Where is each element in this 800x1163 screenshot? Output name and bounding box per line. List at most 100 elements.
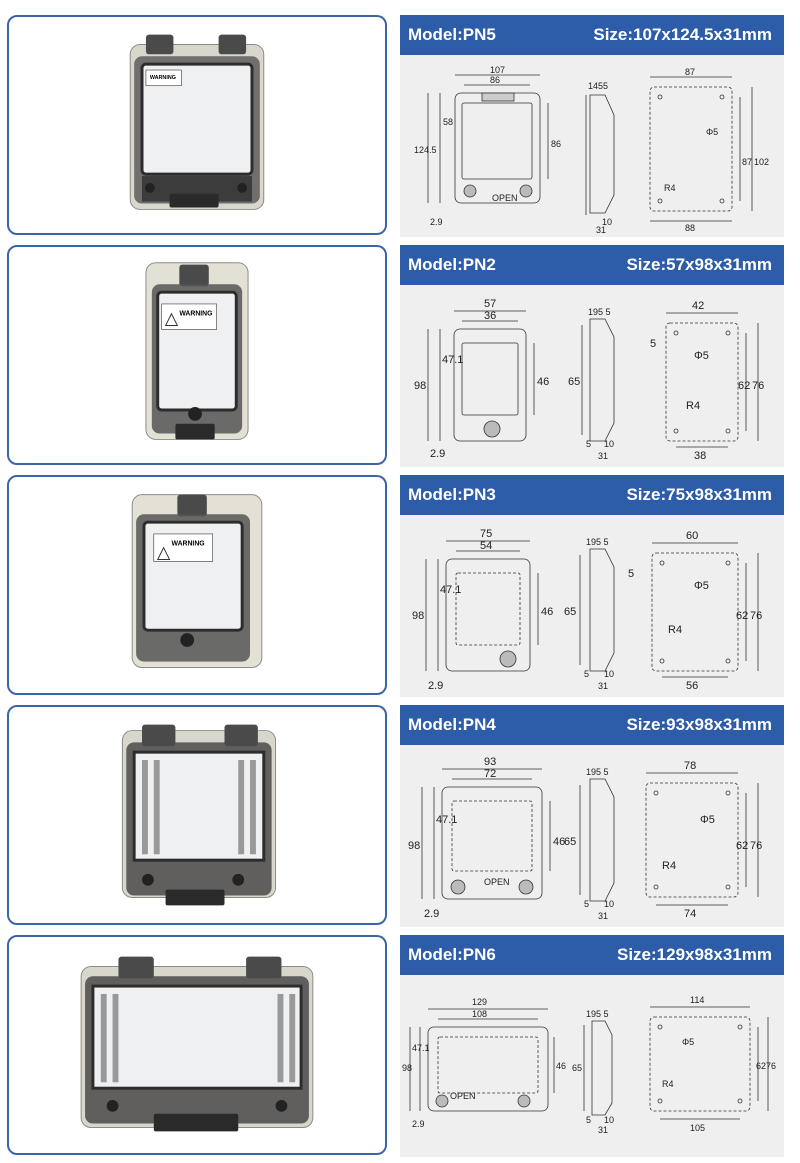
spec-panel: Model:PN4 Size:93x98x31mm 93 72 98 47.1 … — [400, 705, 784, 927]
product-photo-card — [7, 935, 387, 1155]
side-view — [585, 94, 615, 215]
side-b2-dim: 31 — [598, 1125, 608, 1135]
cutout-h1-dim: 87 — [742, 157, 752, 167]
warning-label: WARNING — [150, 75, 176, 81]
open-label: OPEN — [450, 1091, 476, 1101]
cutout-bottom-dim: 88 — [685, 223, 695, 233]
front-view — [427, 74, 549, 204]
front-view — [409, 1008, 555, 1112]
product-photo-card: WARNING — [7, 475, 387, 695]
front-view — [427, 310, 535, 442]
model-label: Model:PN6 — [408, 945, 496, 964]
spec-header: Model:PN2 Size:57x98x31mm — [400, 245, 784, 285]
side-b0-dim: 5 — [586, 1115, 591, 1125]
front-height-dim: 98 — [414, 380, 426, 392]
side-top-dim: 1455 — [588, 81, 608, 91]
cutout-view — [651, 542, 759, 678]
side-top-dim: 195 5 — [586, 1009, 609, 1019]
cutout-h1-dim: 62 — [736, 840, 748, 852]
front-right-dim: 46 — [556, 1061, 566, 1071]
model-label: Model:PN4 — [408, 715, 496, 734]
product-photo — [121, 724, 277, 906]
product-row-pn4: Model:PN4 Size:93x98x31mm 93 72 98 47.1 … — [0, 705, 800, 927]
side-left-dim: 65 — [572, 1063, 582, 1073]
technical-drawing: 93 72 98 47.1 46 2.9 OPEN 195 5 65 5 10 … — [400, 745, 784, 927]
front-height-dim: 98 — [412, 610, 424, 622]
product-photo: WARNING — [145, 262, 249, 440]
cutout-bottom-dim: 38 — [694, 450, 706, 462]
technical-drawing: 107 86 124.5 58 86 2.9 OPEN 1455 10 31 — [400, 55, 784, 237]
model-label: Model:PN5 — [408, 25, 496, 44]
cutout-width-dim: 114 — [690, 995, 704, 1005]
front-bottom-dim: 2.9 — [428, 680, 443, 692]
side-view — [583, 1020, 613, 1116]
front-view — [421, 768, 551, 900]
product-photo: WARNING — [129, 34, 265, 210]
cutout-width-dim: 78 — [684, 760, 696, 772]
cutout-view — [649, 76, 753, 222]
front-right-dim: 46 — [537, 376, 549, 388]
front-height-dim: 124.5 — [414, 145, 437, 155]
cutout-offset-dim: 5 — [650, 338, 656, 350]
front-width-dim: 75 — [480, 528, 492, 540]
spec-panel: Model:PN3 Size:75x98x31mm 75 54 98 47.1 … — [400, 475, 784, 697]
side-b1-dim: 10 — [604, 1115, 614, 1125]
spec-panel: Model:PN6 Size:129x98x31mm 129 108 98 47… — [400, 935, 784, 1157]
product-photo-card — [7, 705, 387, 925]
cutout-hole-dim: Φ5 — [694, 350, 709, 362]
side-b1-dim: 10 — [604, 439, 614, 449]
cutout-radius-dim: R4 — [662, 1079, 674, 1089]
cutout-bottom-dim: 105 — [690, 1123, 705, 1133]
model-label: Model:PN2 — [408, 255, 496, 274]
cutout-hole-dim: Φ5 — [694, 580, 709, 592]
cutout-radius-dim: R4 — [686, 400, 700, 412]
front-bottom-dim: 2.9 — [430, 448, 445, 460]
front-right-dim: 46 — [541, 606, 553, 618]
spec-header: Model:PN5 Size:107x124.5x31mm — [400, 15, 784, 55]
cutout-view — [645, 772, 759, 906]
side-b0-dim: 5 — [586, 439, 591, 449]
cutout-h2-dim: 76 — [750, 840, 762, 852]
cutout-view — [665, 312, 759, 448]
cutout-h2-dim: 76 — [766, 1061, 776, 1071]
side-left-dim: 65 — [564, 836, 576, 848]
side-b2-dim: 31 — [598, 681, 608, 691]
front-inner-dim: 72 — [484, 768, 496, 780]
open-label: OPEN — [484, 877, 510, 887]
size-label: Size:129x98x31mm — [616, 945, 772, 964]
front-bottom-dim: 2.9 — [412, 1119, 425, 1129]
spec-panel: Model:PN2 Size:57x98x31mm 57 36 98 47.1 … — [400, 245, 784, 467]
side-b2-dim: 31 — [596, 225, 606, 235]
cutout-offset-dim: 5 — [628, 568, 634, 580]
side-view — [579, 548, 615, 672]
size-label: Size:57x98x31mm — [626, 255, 772, 274]
front-right-dim: 86 — [551, 139, 561, 149]
cutout-width-dim: 87 — [685, 67, 695, 77]
side-top-dim: 195 5 — [586, 537, 609, 547]
cutout-h1-dim: 62 — [738, 380, 750, 392]
cutout-radius-dim: R4 — [662, 860, 676, 872]
cutout-hole-dim: Φ5 — [682, 1037, 694, 1047]
front-inner-dim: 54 — [480, 540, 492, 552]
side-b0-dim: 5 — [584, 899, 589, 909]
front-height-dim: 98 — [408, 840, 420, 852]
front-upper-dim: 47.1 — [436, 814, 457, 826]
cutout-bottom-dim: 56 — [686, 680, 698, 692]
spec-header: Model:PN6 Size:129x98x31mm — [400, 935, 784, 975]
product-row-pn2: WARNING Model:PN2 Size:57x98x31mm 57 36 — [0, 245, 800, 467]
product-photo: WARNING — [131, 494, 263, 668]
spec-header: Model:PN3 Size:75x98x31mm — [400, 475, 784, 515]
product-row-pn5: WARNING Model:PN5 Size:107x124.5x31mm — [0, 15, 800, 237]
cutout-h1-dim: 62 — [736, 610, 748, 622]
side-b1-dim: 10 — [604, 899, 614, 909]
front-upper-dim: 47.1 — [442, 354, 463, 366]
size-label: Size:93x98x31mm — [626, 715, 772, 734]
cutout-width-dim: 42 — [692, 300, 704, 312]
product-photo-card: WARNING — [7, 245, 387, 465]
front-inner-dim: 86 — [490, 75, 500, 85]
technical-drawing: 129 108 98 47.1 46 2.9 OPEN 195 5 65 5 1… — [400, 975, 784, 1157]
front-height-dim: 98 — [402, 1063, 412, 1073]
cutout-bottom-dim: 74 — [684, 908, 696, 920]
product-row-pn6: Model:PN6 Size:129x98x31mm 129 108 98 47… — [0, 935, 800, 1157]
side-view — [581, 318, 615, 442]
